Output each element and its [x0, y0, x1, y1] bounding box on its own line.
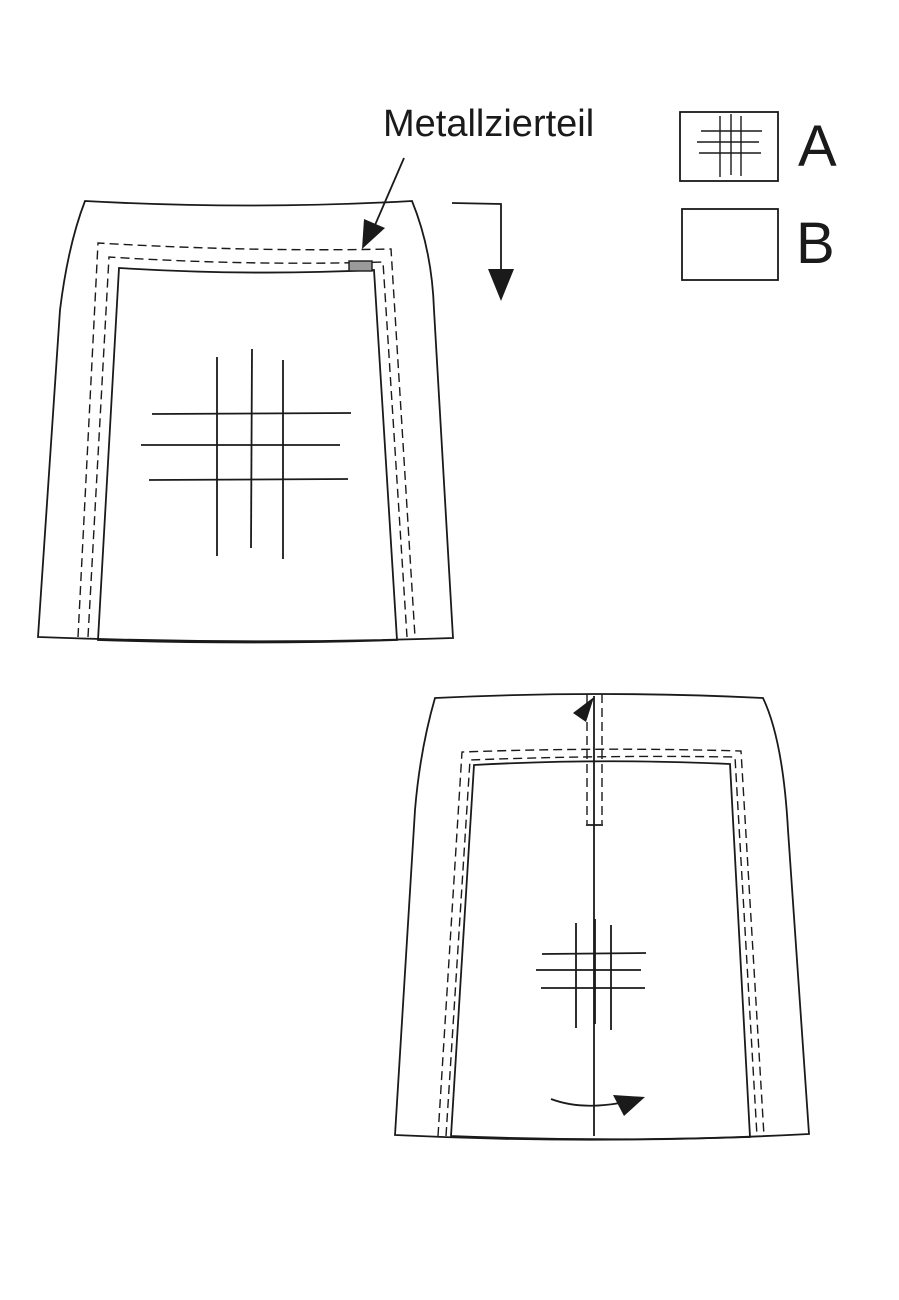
legend-letter-b: B [796, 211, 835, 276]
metal-part-label: Metallzierteil [383, 103, 594, 145]
skirt-bottom-outline [394, 693, 810, 1141]
legend-item-a: A [679, 111, 837, 182]
skirt-bottom-pocket [450, 760, 751, 1141]
zipper-up-arrow-icon [573, 697, 594, 722]
turn-arrow-icon [550, 1095, 645, 1116]
legend-item-b: B [681, 208, 835, 281]
skirt-top-stitch-inner [87, 256, 408, 638]
legend-grid-pattern-icon [697, 114, 762, 177]
skirt-top-pocket [97, 267, 398, 644]
legend-swatch-a [679, 111, 779, 182]
legend-letter-a: A [798, 114, 837, 179]
flip-arrow-icon [451, 202, 514, 301]
skirt-bottom-stitch-outer [437, 748, 765, 1137]
skirt-bottom-stitch-inner [445, 755, 758, 1137]
skirt-bottom [394, 693, 810, 1141]
legend: A B [679, 111, 837, 281]
skirt-bottom-grid-pattern [536, 919, 647, 1030]
legend-swatch-b [681, 208, 779, 281]
skirt-top-stitch-outer [77, 242, 416, 638]
skirt-top-grid-pattern [141, 348, 352, 559]
skirt-top-outline [37, 200, 454, 643]
metal-part-icon [348, 260, 373, 272]
metal-part-callout-arrow [362, 157, 405, 249]
skirt-top [37, 200, 514, 644]
